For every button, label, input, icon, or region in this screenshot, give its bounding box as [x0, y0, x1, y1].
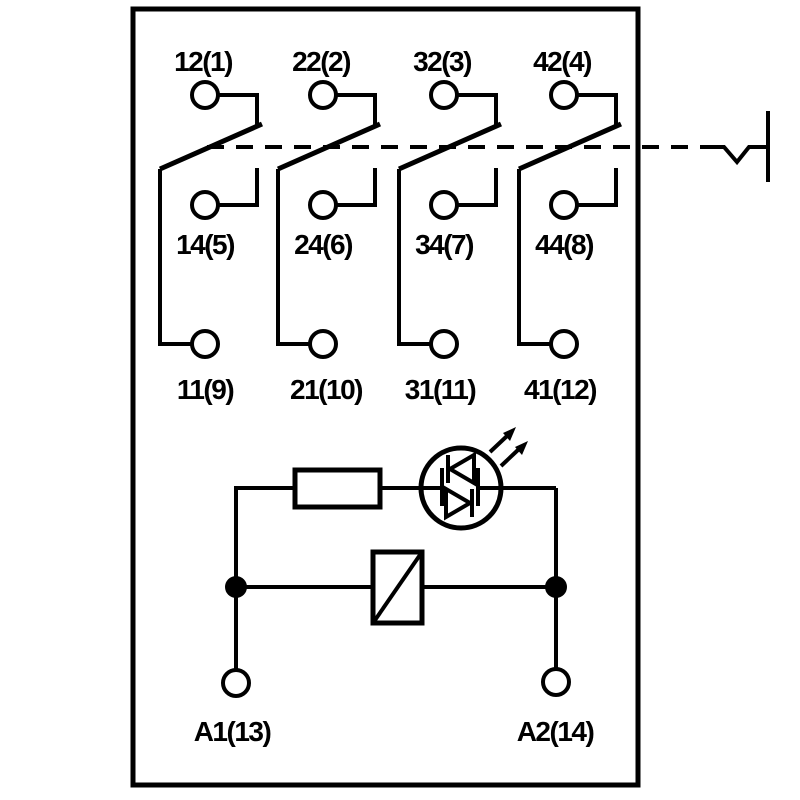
no-wire	[577, 168, 618, 207]
mechanical-linkage	[207, 111, 770, 182]
terminal-34-circle	[429, 190, 459, 220]
terminal-label-no: 24(6)	[294, 229, 352, 260]
led-top-diode-triangle	[446, 451, 476, 487]
led-indicator-icon	[418, 427, 528, 531]
terminal-32-circle	[429, 80, 459, 110]
arrow-2-shaft	[499, 447, 521, 468]
terminal-44-circle	[549, 190, 579, 220]
terminal-label-nc: 22(2)	[292, 46, 350, 77]
coil-circuit: A1(13) A2(14)	[194, 427, 595, 747]
arrow-2-head	[515, 441, 528, 455]
switch-blade	[517, 121, 623, 172]
light-emission-arrows-icon	[488, 427, 528, 468]
terminal-11-circle	[190, 329, 220, 359]
terminal-a2-circle	[541, 667, 571, 697]
pole-1: 12(1) 14(5) 11(9)	[158, 46, 264, 405]
arrow-1-shaft	[488, 434, 509, 454]
nc-wire	[336, 93, 377, 127]
no-wire	[218, 168, 259, 207]
pole-3: 32(3) 34(7) 31(11)	[397, 46, 503, 405]
common-wire	[158, 169, 192, 346]
resistor-icon	[292, 467, 383, 510]
terminal-label-nc: 42(4)	[533, 46, 591, 77]
no-wire	[336, 168, 377, 207]
terminal-label-nc: 12(1)	[174, 46, 232, 77]
switch-blade	[158, 121, 264, 172]
wire-left-up	[234, 486, 295, 589]
led-circle	[418, 445, 504, 531]
terminal-14-circle	[190, 190, 220, 220]
switch-blade	[276, 121, 382, 172]
terminal-31-circle	[429, 329, 459, 359]
terminal-label-no: 44(8)	[535, 229, 593, 260]
coil-diagonal	[371, 550, 424, 625]
nc-wire	[218, 93, 259, 127]
terminal-label-common: 31(11)	[405, 374, 476, 405]
terminal-21-circle	[308, 329, 338, 359]
terminal-label-common: 11(9)	[177, 374, 233, 405]
led-bottom-diode-triangle	[444, 485, 474, 521]
common-wire	[397, 169, 431, 346]
terminal-24-circle	[308, 190, 338, 220]
common-wire	[276, 169, 310, 346]
pole-2: 22(2) 24(6) 21(10)	[276, 46, 382, 405]
no-wire	[457, 168, 498, 207]
terminal-label-a2: A2(14)	[517, 716, 594, 747]
terminal-label-a1: A1(13)	[194, 716, 271, 747]
arrow-1-head	[503, 427, 516, 441]
terminal-label-no: 34(7)	[415, 229, 473, 260]
terminal-a1-circle	[221, 668, 251, 698]
terminal-41-circle	[549, 329, 579, 359]
nc-wire	[457, 93, 498, 127]
common-wire	[517, 169, 551, 346]
terminal-label-common: 41(12)	[524, 374, 596, 405]
terminal-42-circle	[549, 80, 579, 110]
terminal-label-no: 14(5)	[176, 229, 234, 260]
terminal-label-common: 21(10)	[290, 374, 362, 405]
actuator-notch-icon	[712, 145, 766, 166]
nc-wire	[577, 93, 618, 127]
switch-blade	[397, 121, 503, 172]
terminal-12-circle	[190, 80, 220, 110]
pole-4: 42(4) 44(8) 41(12)	[517, 46, 623, 405]
terminal-label-nc: 32(3)	[413, 46, 471, 77]
terminal-22-circle	[308, 80, 338, 110]
relay-enclosure-outline	[130, 6, 641, 788]
